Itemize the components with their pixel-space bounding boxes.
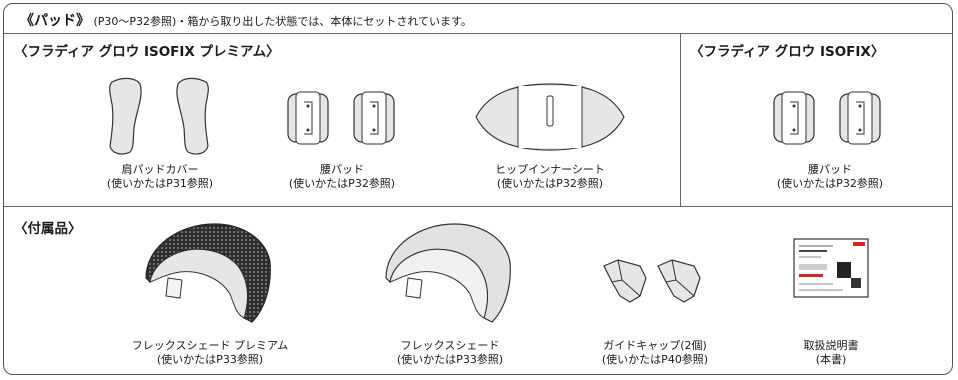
page-frame [3, 3, 953, 375]
caption-name: 腰パッド [320, 163, 364, 176]
caption-manual: 取扱説明書 (本書) [766, 339, 896, 367]
caption-ref: (使いかたはP32参照) [776, 177, 884, 190]
caption-name: 腰パッド [808, 163, 852, 176]
accessories-section-title: 〈付属品〉 [14, 221, 82, 237]
flex-shade-premium-illustration [145, 223, 271, 323]
hip-inner-seat-illustration [475, 83, 625, 151]
divider-middle [4, 206, 953, 207]
caption-ref: (使いかたはP33参照) [156, 353, 264, 366]
caption-ref: (使いかたはP32参照) [496, 177, 604, 190]
caption-name: フレックスシェード プレミアム [131, 339, 289, 352]
caption-name: 取扱説明書 [803, 339, 859, 352]
premium-section-title: 〈フラディア グロウ ISOFIX プレミアム〉 [14, 44, 280, 60]
guide-cap-illustration [603, 259, 701, 303]
caption-ref: (使いかたはP33参照) [396, 353, 504, 366]
caption-ref: (本書) [815, 353, 847, 366]
caption-waist-pad-isofix: 腰パッド (使いかたはP32参照) [750, 163, 910, 191]
caption-flex-shade: フレックスシェード (使いかたはP33参照) [360, 339, 540, 367]
caption-hip-inner-seat: ヒップインナーシート (使いかたはP32参照) [470, 163, 630, 191]
caption-guide-cap: ガイドキャップ(2個) (使いかたはP40参照) [570, 339, 740, 367]
caption-flex-shade-premium: フレックスシェード プレミアム (使いかたはP33参照) [120, 339, 300, 367]
caption-ref: (使いかたはP31参照) [106, 177, 214, 190]
flex-shade-illustration [385, 223, 511, 323]
caption-name: ヒップインナーシート [495, 163, 605, 176]
caption-shoulder-pad: 肩パッドカバー (使いかたはP31参照) [80, 163, 240, 191]
waist-pad-illustration [773, 91, 881, 145]
caption-name: 肩パッドカバー [121, 163, 199, 176]
divider-vertical [680, 33, 681, 206]
waist-pad-illustration [287, 91, 395, 145]
caption-ref: (使いかたはP32参照) [288, 177, 396, 190]
divider-top [4, 33, 953, 34]
caption-name: ガイドキャップ(2個) [603, 339, 707, 352]
caption-ref: (使いかたはP40参照) [601, 353, 709, 366]
isofix-section-title: 〈フラディア グロウ ISOFIX〉 [690, 44, 885, 60]
manual-booklet-illustration [793, 238, 869, 298]
shoulder-pad-illustration [109, 77, 209, 155]
pad-header-title: 《パッド》 [20, 13, 90, 29]
pad-header: 《パッド》 (P30～P32参照)・箱から取り出した状態では、本体にセットされて… [20, 10, 472, 30]
caption-waist-pad-premium: 腰パッド (使いかたはP32参照) [262, 163, 422, 191]
caption-name: フレックスシェード [400, 339, 500, 352]
pad-header-note: (P30～P32参照)・箱から取り出した状態では、本体にセットされています。 [93, 15, 472, 28]
